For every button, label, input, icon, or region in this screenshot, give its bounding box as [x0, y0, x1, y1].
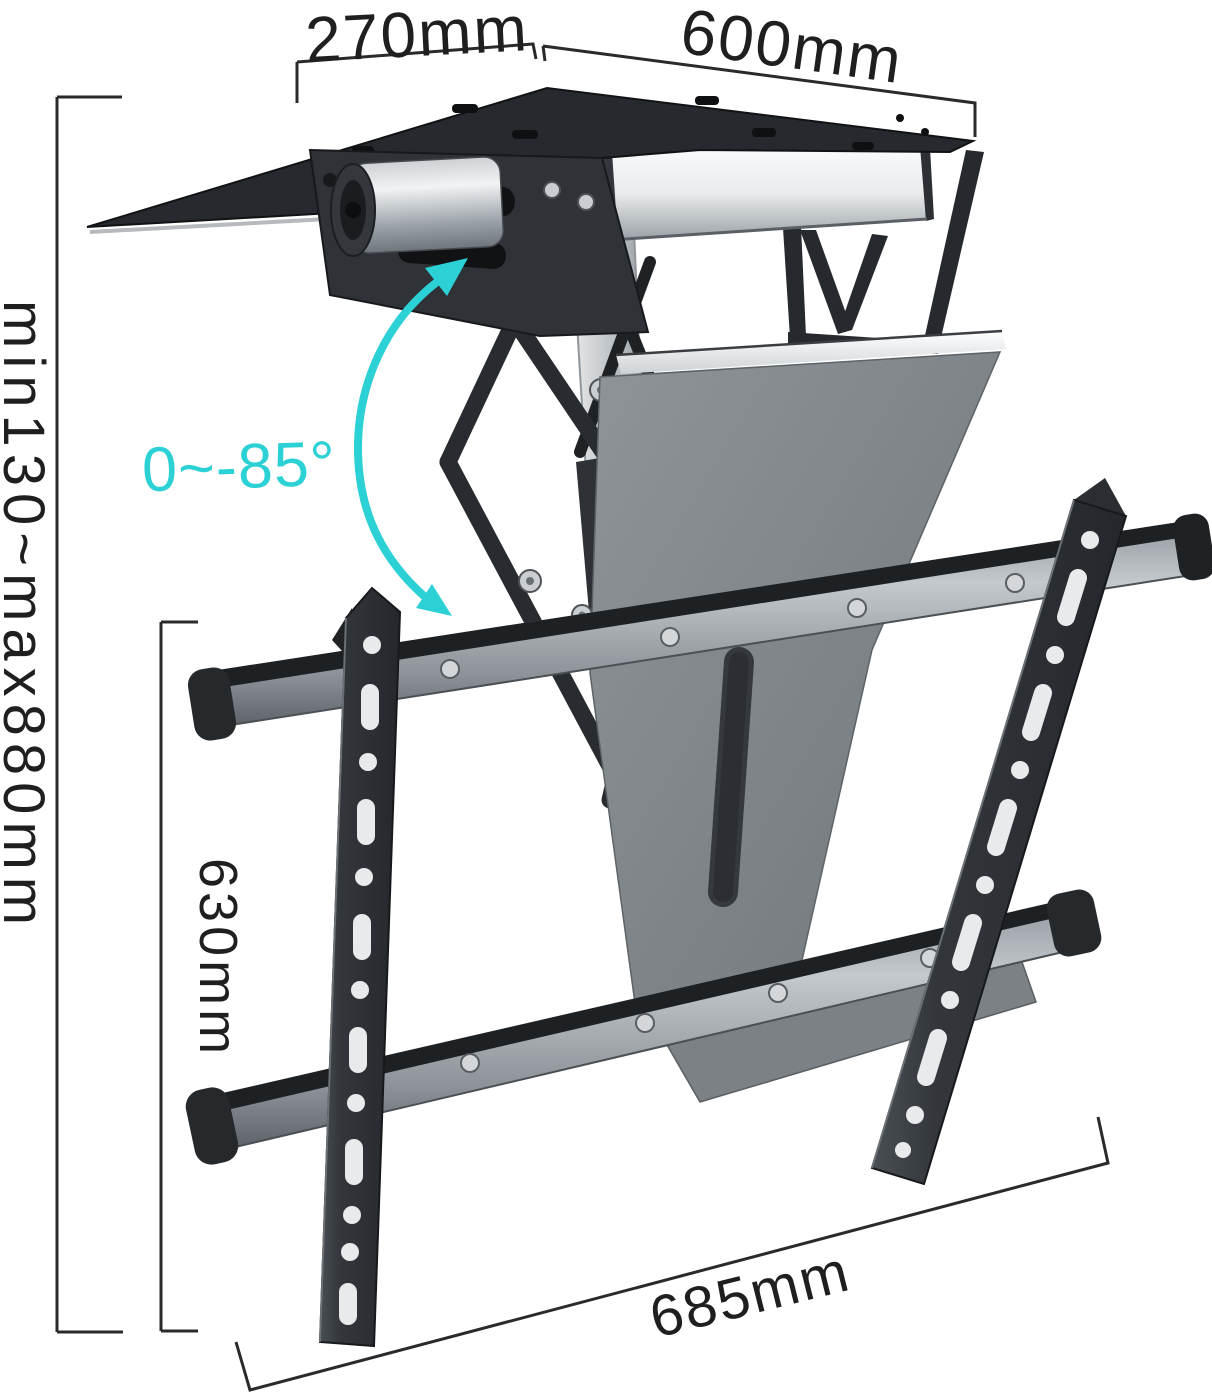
dimension-line-685 — [234, 1116, 1110, 1392]
vesa-strip-left — [318, 586, 402, 1348]
vesa-strip-right — [870, 478, 1128, 1186]
vesa-holes — [895, 531, 1099, 1158]
dimension-line-600 — [541, 44, 977, 137]
dimension-label-extension-range: min130~max880mm — [0, 300, 56, 933]
panel-top-strip — [615, 329, 1006, 374]
dimension-line-270 — [295, 42, 538, 103]
dimension-label-bracket-height: 630mm — [188, 858, 248, 1059]
dimension-label-plate-depth: 270mm — [303, 0, 531, 76]
rail-screws — [440, 573, 1025, 679]
dimension-line-630 — [159, 620, 198, 1333]
dimension-label-tilt-range: 0~-85° — [140, 428, 338, 506]
vesa-holes — [339, 636, 381, 1325]
dimension-line-extension-range — [55, 95, 123, 1334]
motor-cylinder — [330, 156, 505, 257]
top-rail — [187, 513, 1212, 741]
rotation-arrow-icon — [353, 258, 468, 616]
skirt-band — [597, 146, 934, 242]
